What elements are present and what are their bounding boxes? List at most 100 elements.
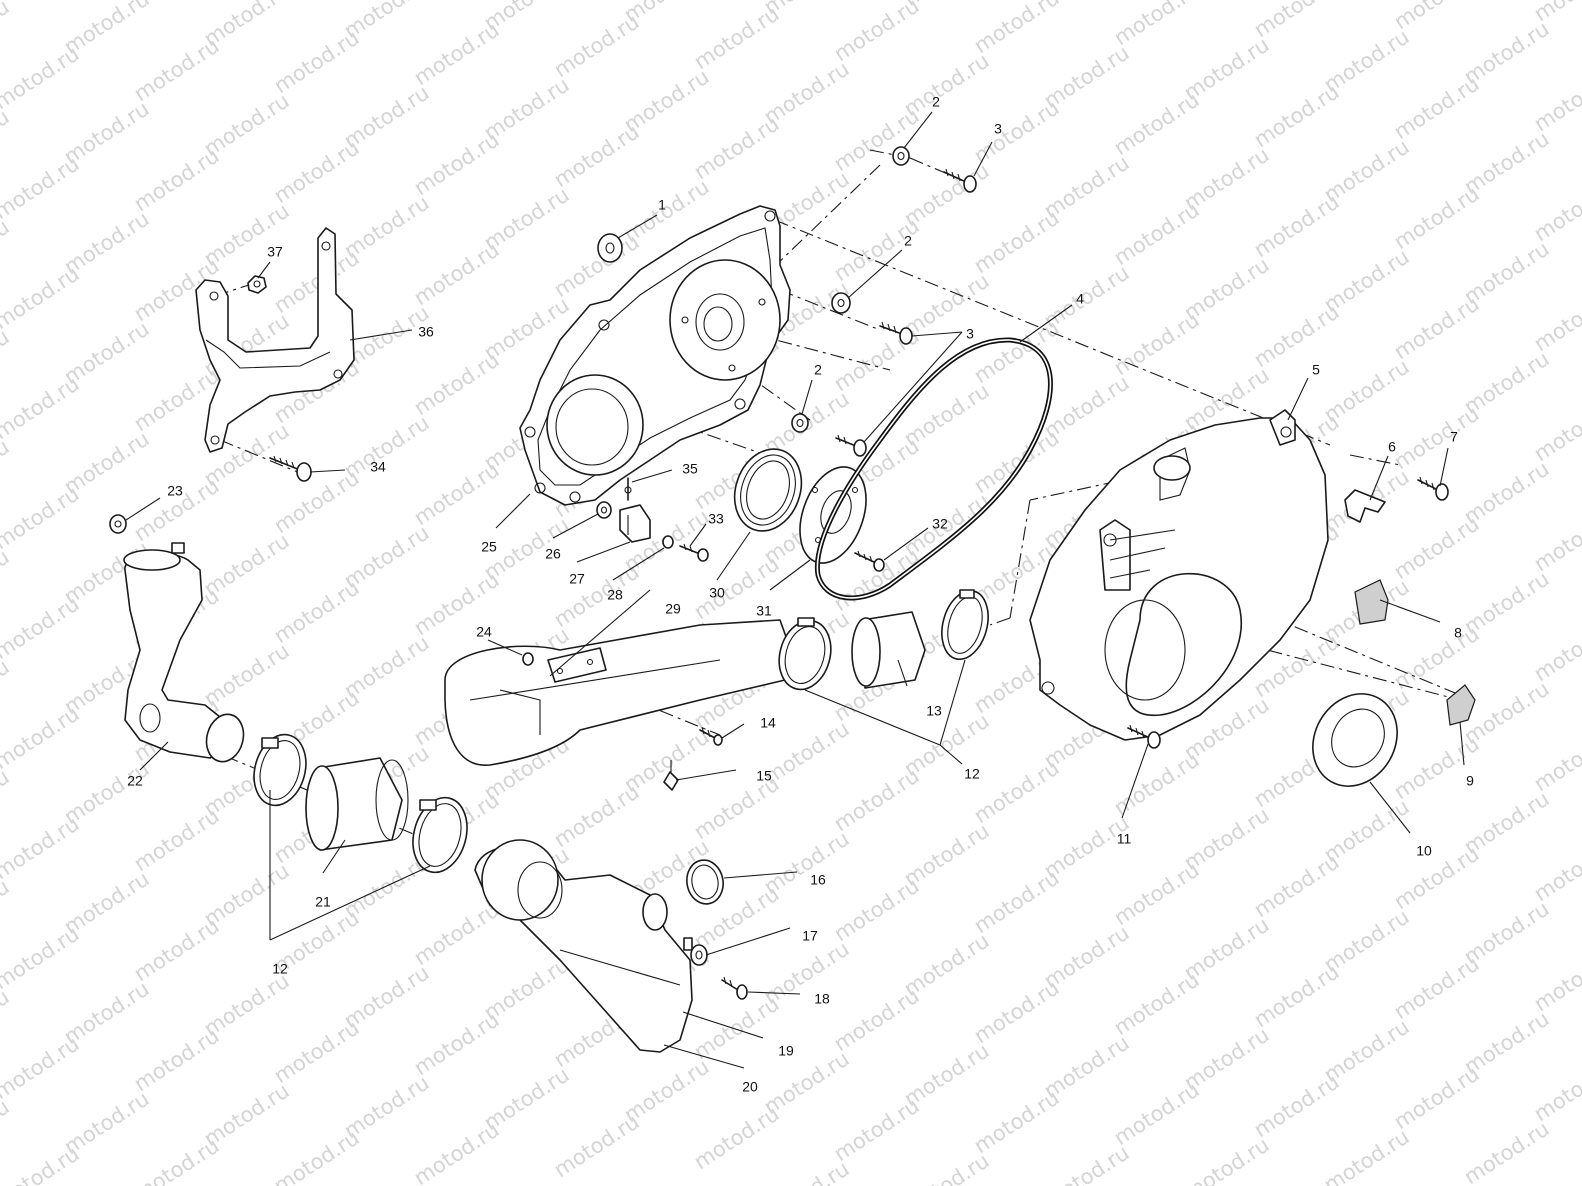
nut-part-23 (109, 514, 127, 534)
callout-labels: 1 2 2 2 3 3 4 5 6 7 8 9 10 11 12 12 13 1… (127, 94, 1474, 1095)
watermark-text: motod.ru (1460, 1117, 1554, 1186)
callout-29: 29 (665, 601, 681, 617)
callout-16: 16 (810, 872, 826, 888)
watermark-text: motod.ru (1390, 182, 1484, 255)
watermark-text: motod.ru (1530, 504, 1582, 577)
watermark-text: motod.ru (0, 0, 14, 67)
callout-23: 23 (167, 483, 183, 499)
watermark-text: motod.ru (0, 592, 84, 665)
callout-27: 27 (569, 571, 585, 587)
callout-8: 8 (1454, 625, 1462, 641)
watermark-text: motod.ru (1530, 834, 1582, 907)
callout-10: 10 (1416, 843, 1432, 859)
drive-belt-part-4 (814, 337, 1053, 601)
watermark-text: motod.ru (1180, 1133, 1274, 1186)
watermark-text: motod.ru (1110, 198, 1204, 271)
inner-cover-plate (519, 205, 791, 506)
callout-21: 21 (315, 894, 331, 910)
watermark-text: motod.ru (690, 1102, 784, 1175)
callout-15: 15 (756, 768, 772, 784)
screw-part-34 (269, 455, 312, 482)
watermark-text: motod.ru (1110, 748, 1204, 821)
watermark-text: motod.ru (1110, 88, 1204, 161)
watermark-text: motod.ru (0, 1142, 84, 1186)
watermark-text: motod.ru (270, 1126, 364, 1186)
watermark-text: motod.ru (1320, 1125, 1414, 1186)
screw-part-11 (1127, 724, 1161, 749)
watermark-text: motod.ru (0, 152, 84, 225)
watermark-text: motod.ru (830, 984, 924, 1057)
ring-part-22b (205, 713, 245, 763)
watermark-text: motod.ru (970, 0, 1064, 58)
watermark-text: motod.ru (270, 1016, 364, 1089)
watermark-text: motod.ru (1530, 614, 1582, 687)
callout-35: 35 (682, 461, 698, 477)
callout-11: 11 (1117, 831, 1132, 847)
watermark-text: motod.ru (410, 348, 504, 421)
callout-25: 25 (481, 539, 497, 555)
watermark-text: motod.ru (830, 214, 924, 287)
callout-1: 1 (658, 197, 666, 213)
watermark-text: motod.ru (1110, 858, 1204, 931)
watermark-text: motod.ru (0, 0, 84, 4)
disc-part-10 (1312, 693, 1398, 787)
seal-part-30 (733, 448, 803, 532)
clamp-part-12-b (941, 589, 989, 661)
watermark-text: motod.ru (1530, 174, 1582, 247)
watermark-text: motod.ru (410, 18, 504, 91)
watermark-text: motod.ru (0, 985, 14, 1058)
watermark-text: motod.ru (1530, 284, 1582, 357)
watermark-text: motod.ru (1530, 394, 1582, 467)
callout-5: 5 (1312, 362, 1320, 378)
clamp-part-12-d (412, 796, 468, 874)
watermark-text: motod.ru (0, 702, 84, 775)
callout-2: 2 (904, 233, 912, 249)
callout-37: 37 (267, 244, 283, 260)
washer-part-26 (596, 501, 612, 519)
watermark-text: motod.ru (0, 262, 84, 335)
watermark-text: motod.ru (550, 120, 644, 193)
watermark-text: motod.ru (270, 576, 364, 649)
leader-lines (125, 111, 1465, 1069)
decal-part-9 (1446, 684, 1476, 726)
callout-6: 6 (1388, 439, 1396, 455)
watermark-text: motod.ru (1110, 308, 1204, 381)
watermark-text: motod.ru (1390, 842, 1484, 915)
watermark-text: motod.ru (0, 372, 84, 445)
callout-34: 34 (370, 459, 386, 475)
watermark-text: motod.ru (130, 804, 224, 877)
watermark-text: motod.ru (130, 144, 224, 217)
watermark-text: motod.ru (970, 1086, 1064, 1159)
watermark-text: motod.ru (270, 26, 364, 99)
watermark-text: motod.ru (1390, 292, 1484, 365)
watermark-text: motod.ru (1530, 944, 1582, 1017)
callout-32: 32 (932, 516, 948, 532)
screw-part-3-top (943, 168, 977, 193)
callout-3: 3 (966, 326, 974, 342)
screw-part-32 (854, 550, 885, 572)
hose-part-13 (851, 611, 926, 689)
watermark-text: motod.ru (760, 1157, 854, 1186)
watermark-text: motod.ru (410, 458, 504, 531)
watermark-text: motod.ru (0, 435, 14, 508)
callout-18: 18 (814, 991, 830, 1007)
watermark-text: motod.ru (1250, 850, 1344, 923)
nut-part-37 (247, 275, 267, 294)
hose-part-21 (305, 757, 409, 851)
watermark-text: motod.ru (830, 104, 924, 177)
watermark-text: motod.ru (130, 1134, 224, 1186)
callout-31: 31 (756, 603, 772, 619)
watermark-text: motod.ru (830, 544, 924, 617)
callout-19: 19 (778, 1043, 794, 1059)
callout-3: 3 (994, 121, 1002, 137)
callout-12: 12 (272, 961, 288, 977)
screw-part-14 (699, 726, 723, 746)
elbow-part-22 (123, 542, 233, 759)
watermark-text: motod.ru (970, 976, 1064, 1049)
screw-part-7 (1417, 476, 1449, 501)
watermark-text: motod.ru (1250, 190, 1344, 263)
watermark-text: motod.ru (410, 238, 504, 311)
watermark-text: motod.ru (0, 1032, 84, 1105)
